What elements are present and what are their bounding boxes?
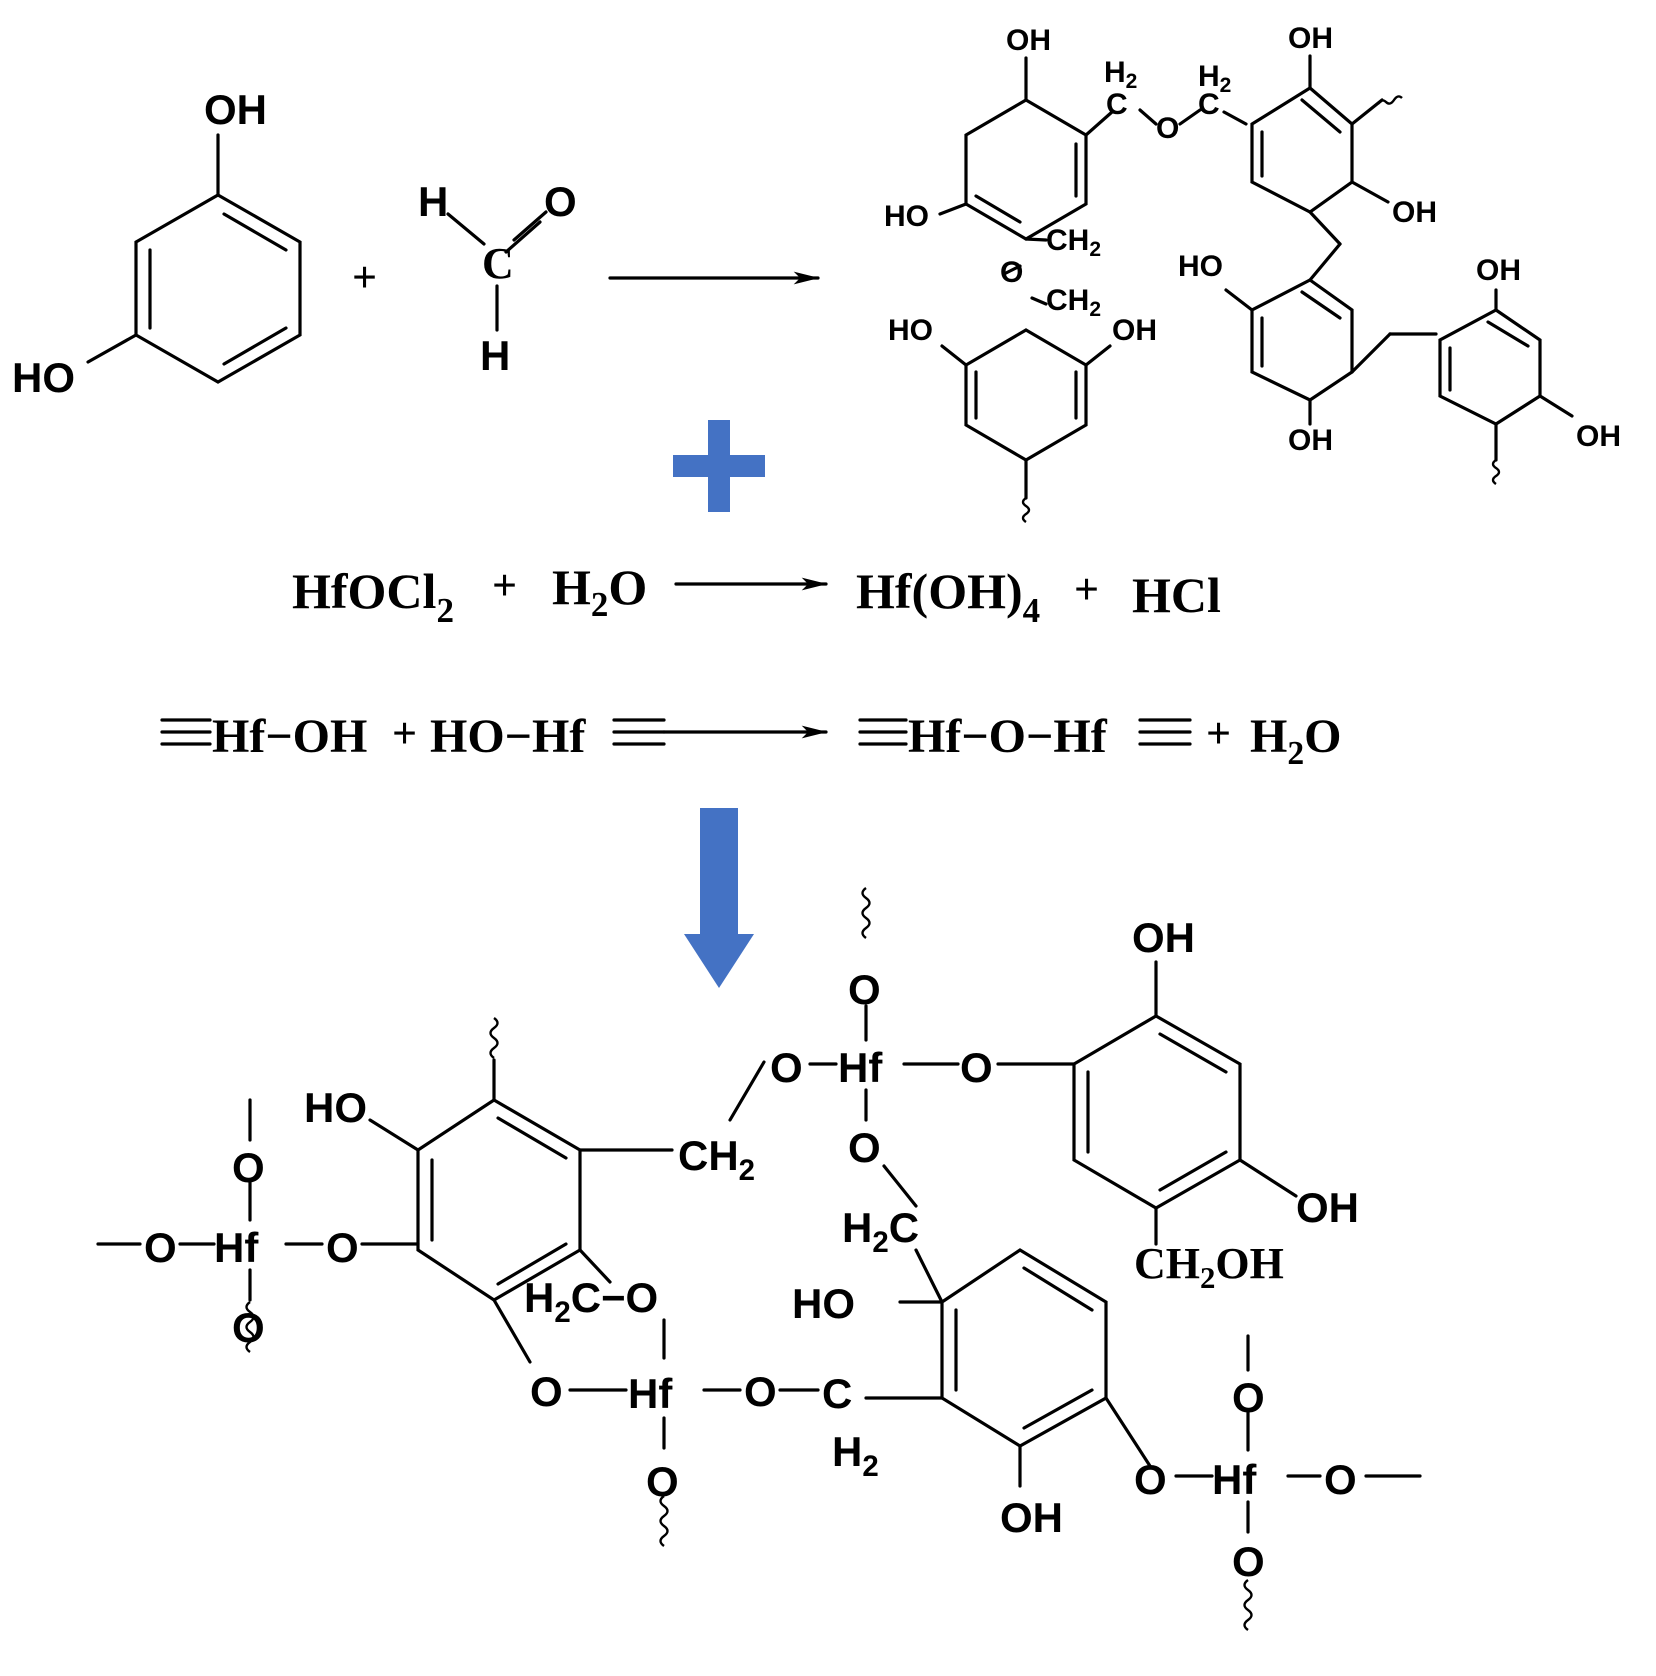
network-ch2oh: CH2OH: [1134, 1239, 1284, 1295]
network-o-3: O: [326, 1224, 359, 1271]
resin-ch2-b: CH2: [1046, 284, 1101, 321]
network-o-13: O: [1134, 1456, 1167, 1503]
network-o-2: O: [144, 1224, 177, 1271]
resorcinol-molecule: OH HO: [12, 86, 302, 401]
resin-ho-4: HO: [1178, 250, 1223, 283]
network-o-10: O: [960, 1044, 993, 1091]
network-hf-3: Hf: [838, 1044, 883, 1091]
hf-oh4-text: Hf(OH)4: [856, 563, 1040, 630]
network-o-14: O: [1324, 1456, 1357, 1503]
resin-oh-7: OH: [1112, 314, 1157, 347]
network-o-7: O: [646, 1458, 679, 1505]
network-h2c-2: H2C: [842, 1204, 919, 1259]
resin-oh-3: OH: [1392, 196, 1437, 229]
formaldehyde-o: O: [544, 178, 577, 225]
network-oh-right: OH: [1296, 1184, 1359, 1231]
triple-bond-left: [160, 718, 212, 746]
network-o-9: O: [770, 1044, 803, 1091]
resin-c-a: C: [1106, 88, 1128, 121]
network-ho-b: HO: [792, 1280, 855, 1327]
network-hf-1: Hf: [214, 1224, 259, 1271]
network-o-8: O: [848, 966, 881, 1013]
hfocl2-text: HfOCl2: [292, 563, 454, 630]
hf-resin-network: HO O Hf O O O CH2 H2C−O O Hf O C H2 O O …: [96, 887, 1422, 1631]
resin-h2-b: H2: [1198, 60, 1231, 97]
water-product: H2O: [1250, 710, 1341, 772]
resorcinol-ho-left: HO: [12, 354, 75, 401]
network-oh-top: OH: [1132, 914, 1195, 961]
network-o-12: O: [1232, 1374, 1265, 1421]
hf-o-hf-text: Hf−O−Hf: [908, 710, 1108, 763]
network-o-4: O: [232, 1304, 265, 1351]
resin-c-b: C: [1198, 88, 1220, 121]
network-hf-4: Hf: [1212, 1456, 1257, 1503]
resin-oh-1: OH: [1006, 24, 1051, 57]
network-o-5: O: [530, 1368, 563, 1415]
formaldehyde-molecule: H C O H: [418, 178, 577, 379]
resin-oh-5: OH: [1476, 254, 1521, 287]
resin-ho-6: HO: [888, 314, 933, 347]
network-oh-bottom: OH: [1000, 1494, 1063, 1541]
water-reactant: H2O: [552, 559, 647, 624]
plus-sign-1: +: [352, 253, 377, 302]
plus-sign-4: +: [392, 709, 417, 758]
condensation-equation: Hf−OH + HO−Hf Hf−O−Hf + H2O: [160, 709, 1341, 772]
resin-oh-2: OH: [1288, 22, 1333, 55]
resin-o-bridge: O: [1156, 112, 1179, 145]
resin-ho-left: HO: [884, 200, 929, 233]
resorcinol-oh-top: OH: [204, 86, 267, 133]
plus-sign-2: +: [492, 561, 517, 610]
network-o-15: O: [1232, 1538, 1265, 1585]
ho-hf-mid: HO−Hf: [430, 710, 586, 763]
network-o-11: O: [848, 1124, 881, 1171]
network-o-6: O: [744, 1368, 777, 1415]
network-o-1: O: [232, 1144, 265, 1191]
triple-bond-mid: [612, 718, 666, 746]
resin-oh-8: OH: [1288, 424, 1333, 457]
hf-oh-left: Hf−OH: [212, 710, 367, 763]
down-arrow: [684, 808, 754, 988]
network-h2c-o: H2C−O: [524, 1274, 658, 1329]
hcl-text: HCl: [1132, 567, 1221, 623]
formaldehyde-h-bottom: H: [480, 332, 510, 379]
network-ho-a: HO: [304, 1084, 367, 1131]
resin-oh-9: OH: [1576, 420, 1621, 453]
triple-bond-right-a: [858, 718, 908, 746]
resin-h2-a: H2: [1104, 56, 1137, 93]
formaldehyde-c: C: [482, 239, 514, 288]
resin-product-structure: OH H2 C O H2 C OH HO CH2 OH O CH2 HO OH …: [884, 22, 1621, 523]
formaldehyde-h-top: H: [418, 178, 448, 225]
network-ch2-1: CH2: [678, 1132, 755, 1187]
network-c-2: C: [822, 1370, 852, 1417]
resin-ch2-a: CH2: [1046, 224, 1101, 261]
plus-sign-3: +: [1074, 565, 1099, 614]
big-plus-sign: [673, 420, 765, 512]
plus-sign-5: +: [1206, 709, 1231, 758]
hydrolysis-equation: HfOCl2 + H2O Hf(OH)4 + HCl: [292, 559, 1221, 630]
resin-o-mid: O: [1000, 256, 1023, 289]
triple-bond-right-b: [1138, 718, 1192, 746]
network-hf-2: Hf: [628, 1370, 673, 1417]
network-h2-2: H2: [832, 1428, 879, 1483]
